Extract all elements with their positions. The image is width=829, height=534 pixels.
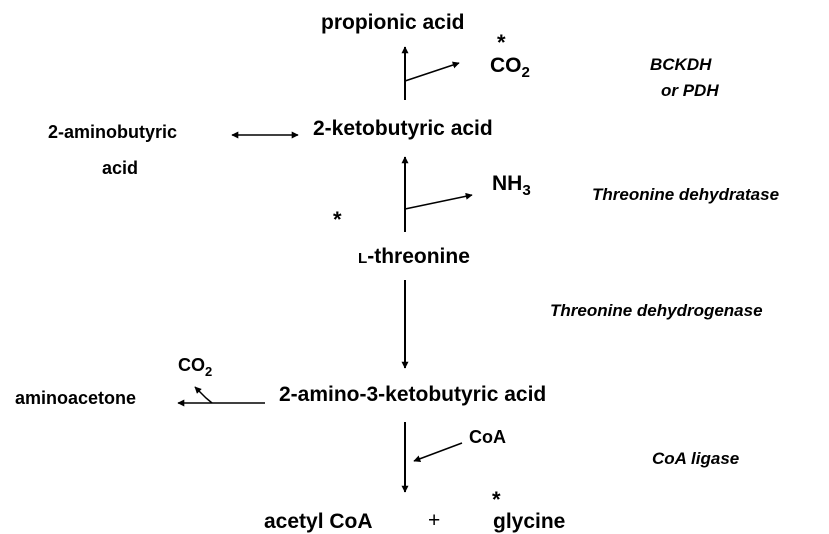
compound-glycine: glycine [493, 510, 566, 533]
nh3-subscript: 3 [522, 182, 531, 200]
threonine-prefix: L [358, 250, 368, 267]
arrow-to-co2-top [404, 61, 460, 82]
byproduct-co2-top: CO2 [490, 54, 530, 80]
enzyme-threonine-dehydrogenase: Threonine dehydrogenase [550, 301, 763, 320]
compound-2-aminobutyric-line2: acid [102, 158, 139, 178]
co2-left-symbol: CO [178, 355, 205, 375]
byproduct-nh3: NH3 [492, 172, 531, 198]
label-marker-threonine: * [333, 207, 342, 232]
enzyme-threonine-dehydratase: Threonine dehydratase [592, 185, 780, 204]
co2-top-subscript: 2 [521, 64, 530, 82]
plus-sign: + [428, 509, 441, 532]
enzyme-coa-ligase: CoA ligase [652, 449, 740, 468]
cofactor-coa: CoA [469, 427, 506, 447]
compound-2-amino-3-ketobutyric-acid: 2-amino-3-ketobutyric acid [279, 383, 547, 406]
compound-aminoacetone: aminoacetone [15, 388, 137, 408]
enzyme-pdh: or PDH [661, 81, 719, 100]
compound-2-ketobutyric-acid: 2-ketobutyric acid [313, 117, 493, 140]
arrow-to-co2-left [194, 386, 213, 404]
arrow-from-coa [413, 442, 463, 463]
label-marker-glycine: * [492, 487, 501, 512]
compound-l-threonine: L-threonine [358, 246, 470, 267]
compound-2-aminobutyric-line1: 2-aminobutyric [48, 122, 178, 142]
arrow-to-nh3 [404, 192, 473, 210]
label-marker-co2: * [497, 30, 506, 55]
co2-left-subscript: 2 [205, 363, 213, 379]
compound-acetyl-coa: acetyl CoA [264, 510, 373, 533]
compound-propionic-acid: propionic acid [321, 11, 465, 34]
enzyme-bckdh: BCKDH [650, 55, 712, 74]
co2-top-symbol: CO [490, 54, 522, 77]
byproduct-co2-left: CO2 [178, 355, 212, 378]
threonine-name: -threonine [367, 245, 470, 268]
nh3-symbol: NH [492, 172, 523, 195]
